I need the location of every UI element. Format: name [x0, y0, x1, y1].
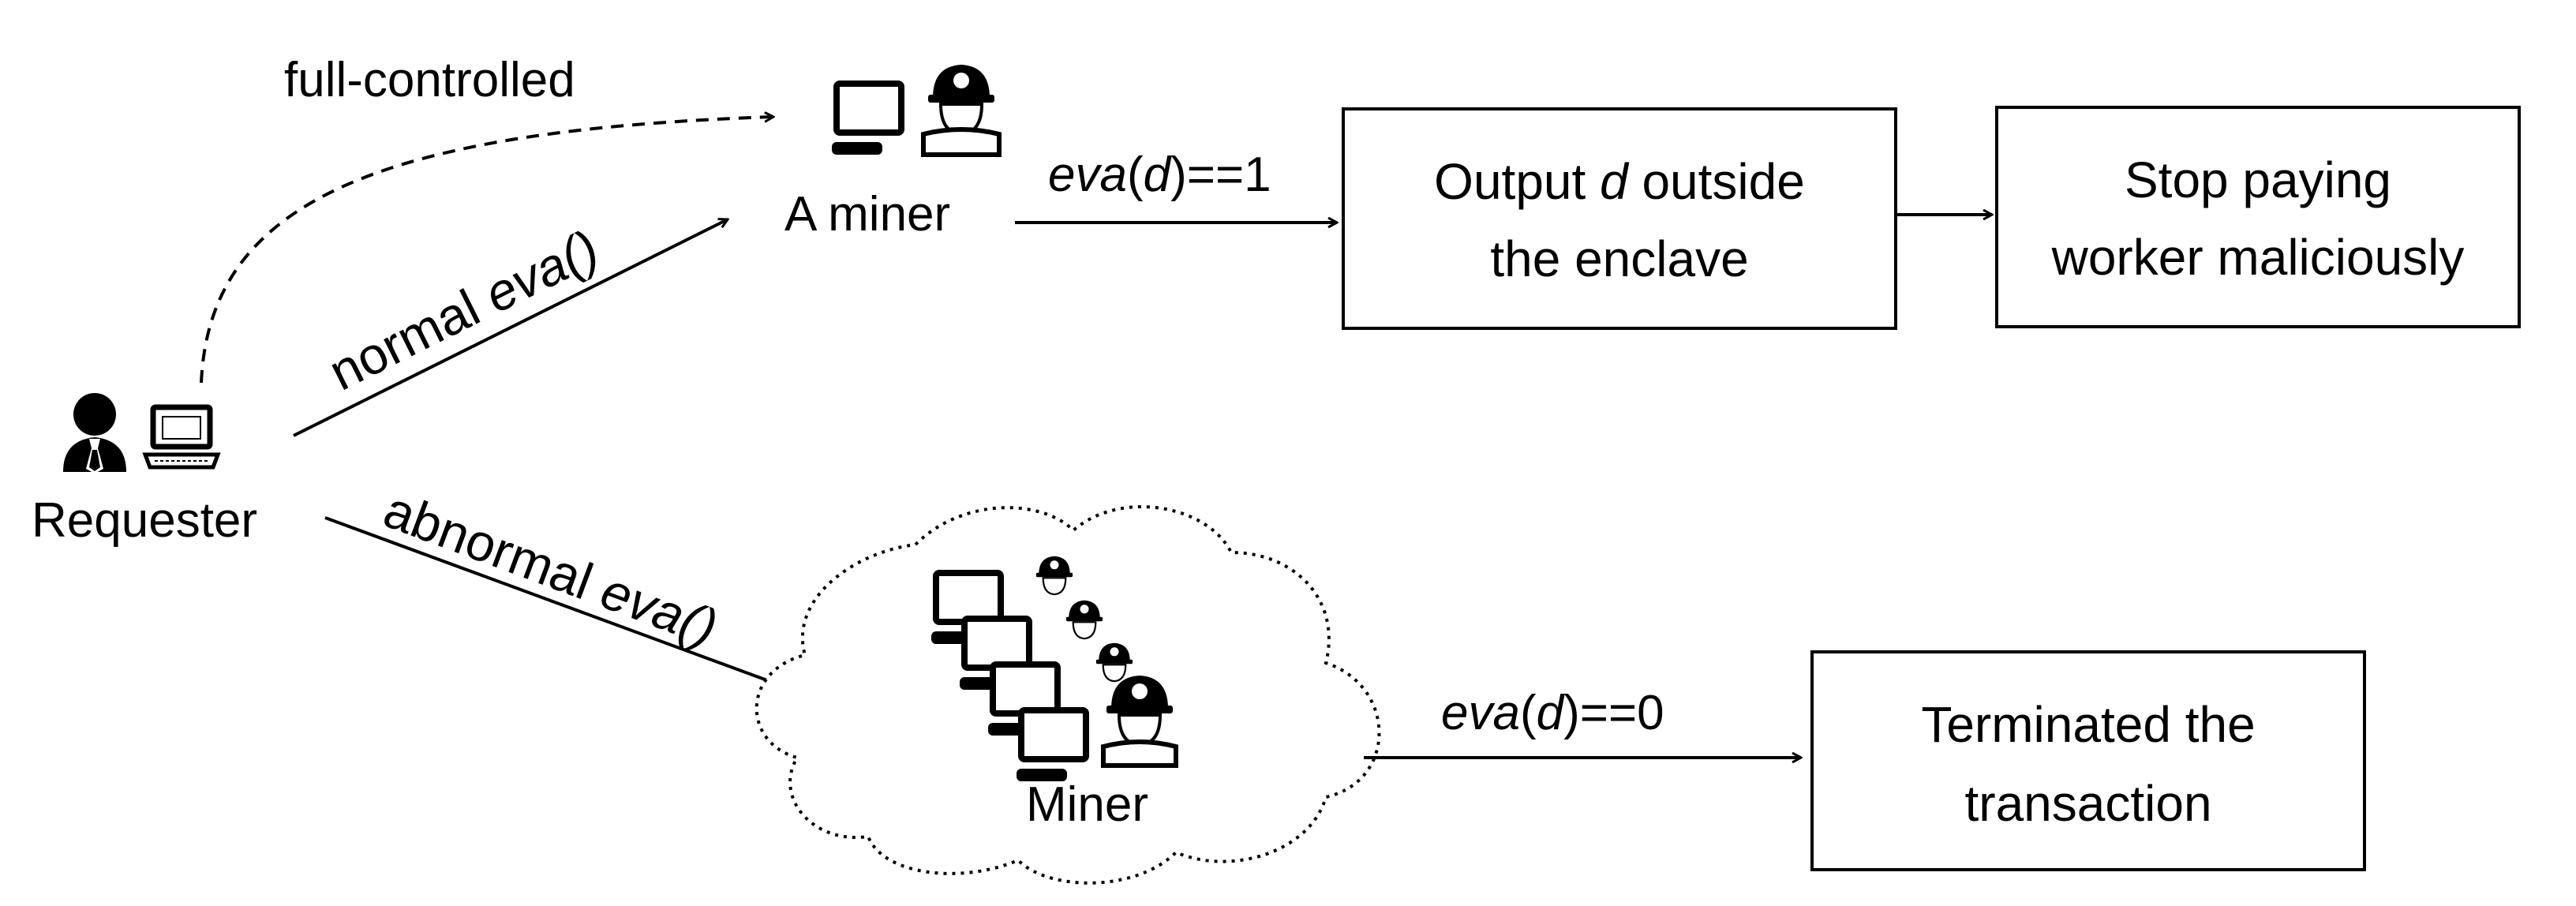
eva-true-label: eva(d)==1 [1048, 148, 1271, 202]
terminated-line2: transaction [1964, 775, 2211, 832]
full-controlled-label: full-controlled [284, 53, 575, 107]
stop-paying-box: Stop paying worker maliciously [1995, 106, 2521, 328]
abnormal-eva-arrow [324, 516, 797, 691]
a-miner-label: A miner [784, 187, 950, 241]
normal-eva-label: normal eva() [320, 219, 608, 402]
cloud-outline [754, 505, 1381, 885]
miner-label: Miner [1026, 777, 1148, 832]
stop-paying-line2: worker maliciously [2051, 229, 2465, 286]
output-box-line2: the enclave [1490, 230, 1748, 287]
output-box-line1: Output d outside [1434, 153, 1805, 210]
miner-cloud: Miner [754, 505, 1381, 885]
miner-helmet-icon [1101, 674, 1178, 768]
stop-paying-line1: Stop paying [2125, 152, 2391, 208]
terminated-box: Terminated the transaction [1810, 650, 2366, 871]
miner-helmet-icon [921, 63, 1002, 157]
laptop-icon [142, 404, 221, 470]
miner-helmets [1035, 555, 1178, 768]
eva-false-label: eva(d)==0 [1441, 686, 1664, 740]
a-miner-node: A miner [784, 63, 1002, 241]
normal-eva-arrow [293, 219, 728, 437]
requester-label: Requester [32, 493, 257, 548]
businessman-icon [63, 393, 126, 474]
full-controlled-arrow [200, 117, 773, 384]
abnormal-eva-label: abnormal eva() [376, 480, 725, 657]
requester-node: Requester [32, 393, 257, 548]
computer-icon [832, 84, 901, 155]
output-box: Output d outside the enclave [1342, 107, 1897, 330]
terminated-line1: Terminated the [1921, 696, 2255, 753]
